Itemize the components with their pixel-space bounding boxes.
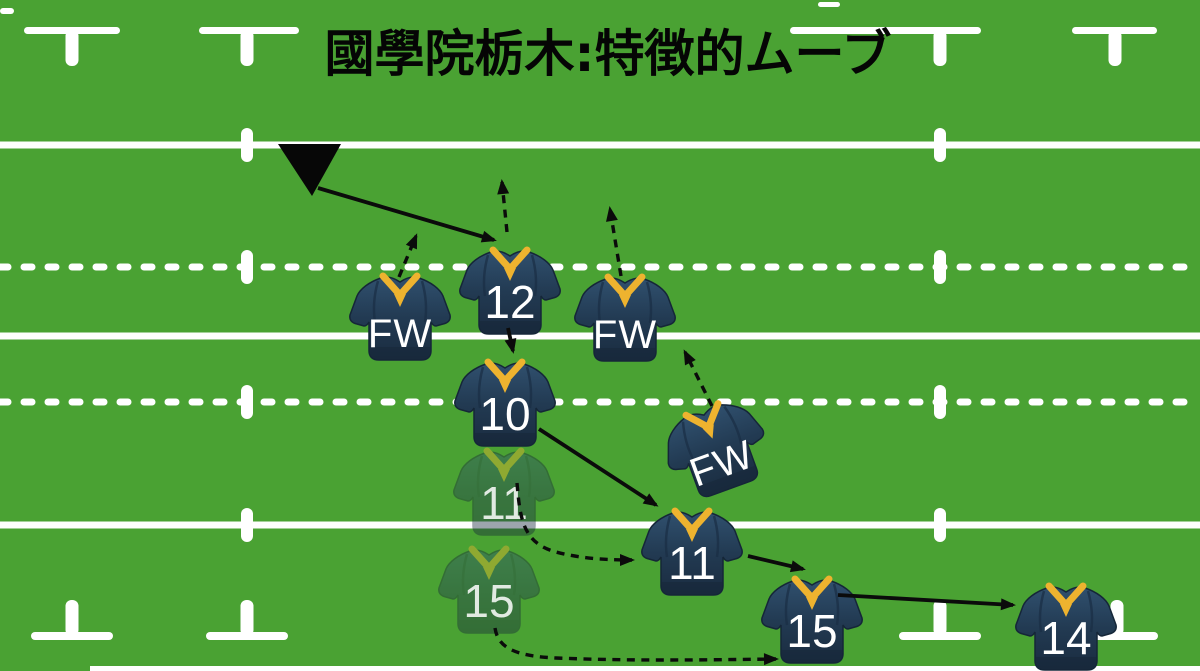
player-no-11: 11 (640, 504, 744, 600)
jersey-number: 12 (484, 276, 536, 328)
field-line-segment (899, 632, 981, 640)
field-tick (934, 250, 946, 284)
jersey-icon (667, 400, 765, 498)
field-tick (241, 128, 253, 162)
arrow-pass-to-12 (317, 186, 497, 243)
jersey-icon (574, 273, 676, 362)
field-line-segment (31, 632, 113, 640)
field-tick (241, 385, 253, 419)
field-tick (240, 30, 254, 66)
field-tick (933, 30, 947, 66)
arrow-run-fw-right (606, 206, 623, 277)
field-tick (65, 600, 79, 636)
jersey-icon (641, 507, 743, 596)
arrow-run-12 (497, 179, 510, 233)
field-tick (934, 128, 946, 162)
jersey-icon (761, 575, 863, 664)
field-line-segment (1072, 27, 1157, 34)
player-fw-tilted: FW (651, 385, 782, 511)
field-tick (241, 250, 253, 284)
player-fw-right: FW (573, 270, 677, 366)
field-tick (934, 508, 946, 542)
page-title: 國學院栃木:特徴的ムーブ (324, 25, 892, 83)
jersey-icon (349, 272, 451, 361)
arrow-run-fw-tilted (683, 349, 714, 407)
arrow-pass-11-to-15 (747, 554, 806, 573)
jersey-number: 15 (786, 605, 838, 657)
jersey-number: 14 (1040, 612, 1092, 664)
field-tick (1108, 30, 1122, 66)
player-no-14: 14 (1014, 579, 1118, 671)
jersey-icon (454, 358, 556, 447)
field-line-fragment (818, 2, 840, 7)
field-tick (65, 30, 79, 66)
jersey-number: 10 (479, 388, 531, 440)
jersey-number: FW (592, 313, 658, 357)
jersey-number: 11 (480, 477, 528, 529)
field-tick (241, 508, 253, 542)
field-tick (240, 600, 254, 636)
field-line-fragment (0, 8, 14, 14)
jersey-number: FW (367, 312, 433, 356)
player-no-12: 12 (458, 243, 562, 339)
player-fw-left: FW (348, 269, 452, 365)
jersey-icon (459, 246, 561, 335)
field-line-segment (206, 632, 288, 640)
player-no-10: 10 (453, 355, 557, 451)
arrow-pass-15-to-14 (837, 593, 1016, 611)
player-no-15-ghost: 15 (437, 542, 541, 638)
player-no-15: 15 (760, 572, 864, 668)
jersey-number: 11 (668, 537, 716, 589)
field-line-segment (199, 27, 299, 34)
player-no-11-ghost: 11 (452, 444, 556, 540)
field-tick (933, 600, 947, 636)
field-line-segment (24, 27, 120, 34)
jersey-number: 15 (463, 575, 515, 627)
jersey-icon (1015, 582, 1117, 671)
ball-marker (278, 144, 341, 196)
field-tick (934, 385, 946, 419)
